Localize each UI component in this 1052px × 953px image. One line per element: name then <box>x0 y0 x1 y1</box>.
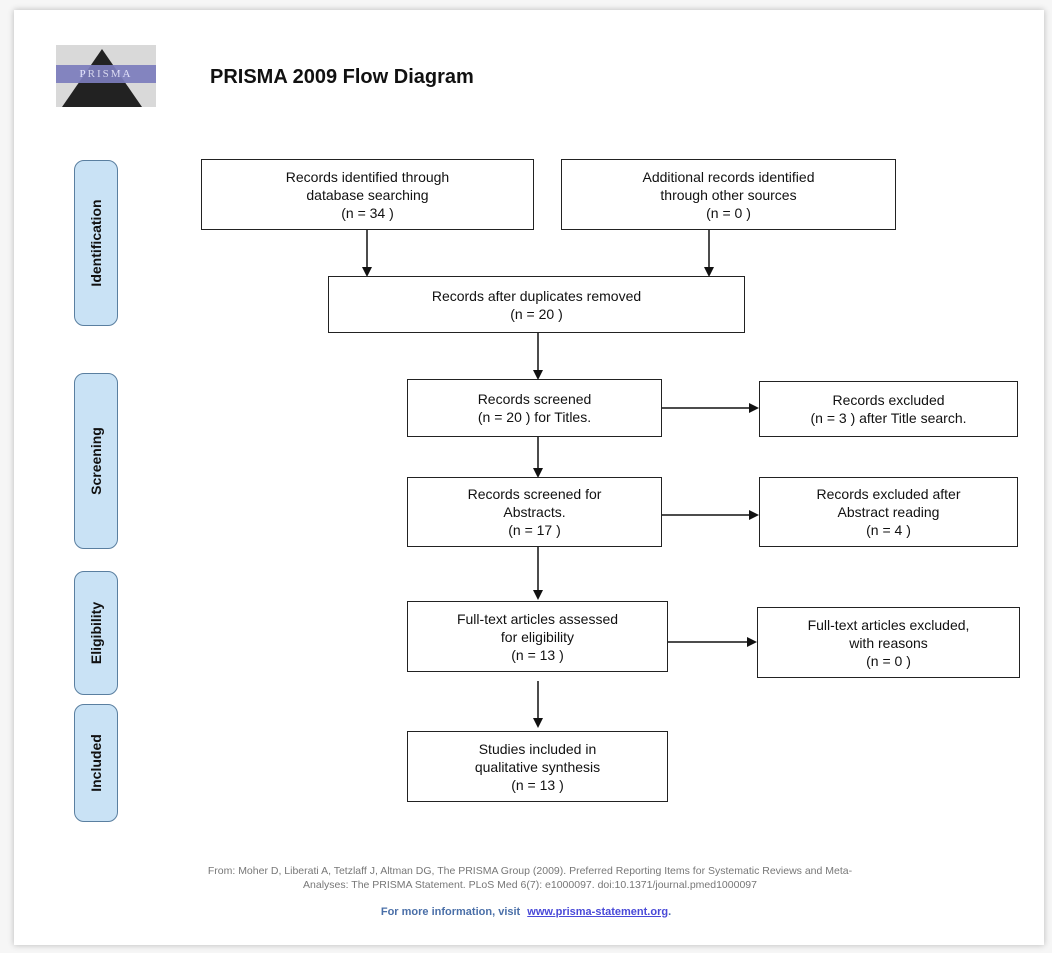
box-line: Records after duplicates removed <box>431 287 642 304</box>
footer-info-suffix: . <box>668 906 672 918</box>
box-line: Additional records identified <box>642 168 815 185</box>
prisma-logo: PRISMA <box>56 45 156 107</box>
diagram-page: PRISMA PRISMA 2009 Flow Diagram Identifi… <box>14 10 1044 945</box>
phase-screening: Screening <box>74 373 118 549</box>
footer-citation: From: Moher D, Liberati A, Tetzlaff J, A… <box>40 864 1020 892</box>
phase-eligibility: Eligibility <box>74 571 118 695</box>
box-line: for eligibility <box>500 628 575 645</box>
box-database-searching: Records identified through database sear… <box>201 159 534 230</box>
box-line: (n = 4 ) <box>866 522 911 538</box>
box-line: Records excluded <box>832 392 945 408</box>
logo-text: PRISMA <box>56 65 156 83</box>
box-line: Records identified through <box>285 168 450 185</box>
citation-line-2: Analyses: The PRISMA Statement. PLoS Med… <box>303 879 757 891</box>
page-title: PRISMA 2009 Flow Diagram <box>210 66 474 88</box>
box-screened-abstracts: Records screened for Abstracts. (n = 17 … <box>407 477 662 547</box>
box-line: Records screened for <box>467 486 602 502</box>
box-line: (n = 17 ) <box>508 522 561 538</box>
box-fulltext-assessed: Full-text articles assessed for eligibil… <box>407 601 668 672</box>
box-line: Records screened <box>477 391 592 407</box>
box-line: (n = 13 ) <box>511 646 564 663</box>
box-excluded-abstracts: Records excluded after Abstract reading … <box>759 477 1018 547</box>
footer-info-prefix: For more information, visit <box>380 906 521 918</box>
citation-line-1: From: Moher D, Liberati A, Tetzlaff J, A… <box>207 865 853 877</box>
footer-info: For more information, visit www.prisma-s… <box>0 906 1052 918</box>
box-line: Studies included in <box>478 740 597 757</box>
prisma-website-link[interactable]: www.prisma-statement.org <box>527 906 669 918</box>
box-line: through other sources <box>660 186 797 203</box>
box-studies-included: Studies included in qualitative synthesi… <box>407 731 668 802</box>
box-duplicates-removed: Records after duplicates removed (n = 20… <box>328 276 745 333</box>
box-line: (n = 20 ) <box>510 305 563 322</box>
box-line: (n = 0 ) <box>706 204 751 221</box>
box-line: Abstract reading <box>837 504 940 520</box>
box-line: database searching <box>306 186 429 203</box>
box-line: with reasons <box>849 634 928 651</box>
box-line: (n = 34 ) <box>341 204 394 221</box>
flow-arrows <box>362 230 759 728</box>
box-line: (n = 20 ) for Titles. <box>477 409 592 425</box>
box-line: (n = 13 ) <box>511 776 564 793</box>
phase-included: Included <box>74 704 118 822</box>
box-other-sources: Additional records identified through ot… <box>561 159 896 230</box>
box-line: qualitative synthesis <box>474 758 601 775</box>
phase-identification: Identification <box>74 160 118 326</box>
box-line: Records excluded after <box>816 486 961 502</box>
box-line: (n = 0 ) <box>866 652 911 669</box>
box-records-excluded-titles: Records excluded (n = 3 ) after Title se… <box>759 381 1018 437</box>
box-line: Full-text articles excluded, <box>807 616 970 633</box>
box-line: Abstracts. <box>503 504 566 520</box>
box-line: (n = 3 ) after Title search. <box>810 410 967 426</box>
box-line: Full-text articles assessed <box>456 610 619 627</box>
box-fulltext-excluded: Full-text articles excluded, with reason… <box>757 607 1020 678</box>
box-records-screened: Records screened (n = 20 ) for Titles. <box>407 379 662 437</box>
